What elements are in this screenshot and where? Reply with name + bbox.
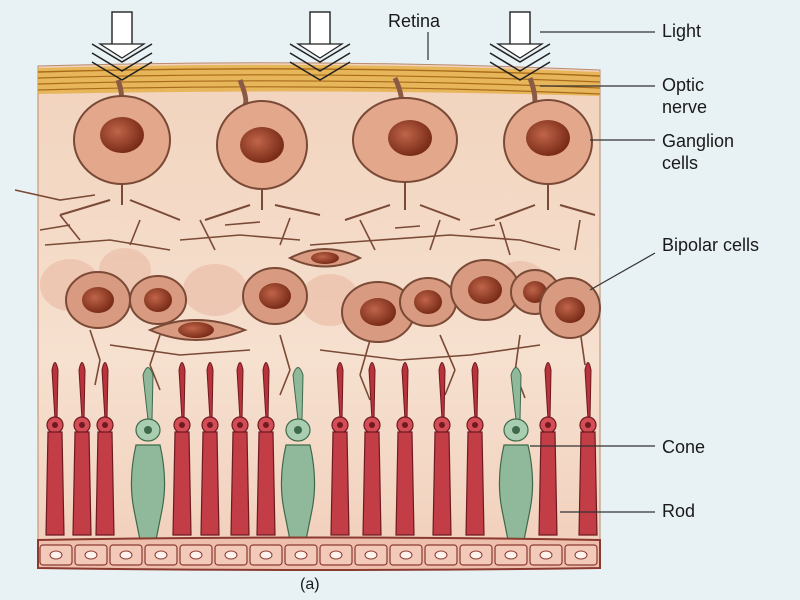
rod-cell [538, 362, 558, 536]
ganglion-cell [204, 79, 321, 221]
light-arrows [91, 11, 551, 81]
epithelium-cell [389, 544, 423, 566]
rod-cell [172, 362, 192, 536]
rod-cell [578, 362, 598, 536]
epithelium-cell [284, 544, 318, 566]
epithelium-cell [109, 544, 143, 566]
epithelium-cell [144, 544, 178, 566]
label-ganglion-cells: Ganglion cells [662, 131, 735, 173]
cone-cell [130, 367, 166, 541]
ganglion-cell [494, 77, 596, 221]
bipolar-cell [129, 275, 187, 325]
label-rod: Rod [662, 501, 696, 521]
figure-caption: (a) [300, 576, 320, 593]
rod-cell [72, 362, 92, 536]
label-optic-nerve: Optic nerve [662, 75, 708, 117]
bipolar-cell [341, 281, 415, 343]
rod-cell [465, 362, 485, 536]
rod-cell [330, 362, 350, 536]
photoreceptor-layer [45, 362, 598, 541]
horizontal-cell [147, 319, 248, 341]
rod-cell [432, 362, 452, 536]
bipolar-cell [539, 277, 601, 339]
label-bipolar-cells: Bipolar cells [662, 235, 760, 255]
epithelium-cell [179, 544, 213, 566]
epithelium-cell [494, 544, 528, 566]
light-arrow-icon [489, 11, 551, 81]
leader-bipolar [589, 252, 656, 291]
epithelium-cell [249, 544, 283, 566]
rod-cell [395, 362, 415, 536]
epithelium-cell [564, 544, 598, 566]
bipolar-cell [242, 267, 308, 325]
horizontal-cell [287, 248, 363, 268]
label-light: Light [662, 21, 702, 41]
ganglion-cell [344, 76, 461, 221]
epithelium-cell [74, 544, 108, 566]
rod-cell [45, 362, 65, 536]
bipolar-cell [399, 277, 457, 327]
light-arrow-icon [289, 11, 351, 81]
epithelium-cell [424, 544, 458, 566]
bipolar-cell [65, 271, 131, 329]
epithelium-cell [354, 544, 388, 566]
epithelium-cell [319, 544, 353, 566]
rod-cell [362, 362, 382, 536]
label-retina: Retina [388, 11, 441, 31]
dendrite-network [14, 189, 586, 401]
bipolar-cell [450, 259, 520, 321]
rod-cell [230, 362, 250, 536]
ganglion-cell [59, 79, 181, 221]
bipolar-cell-layer [65, 248, 601, 343]
rod-cell [95, 362, 115, 536]
rod-cell [200, 362, 220, 536]
epithelium-cell [459, 544, 493, 566]
epithelium-cell [214, 544, 248, 566]
cone-cell [280, 367, 316, 541]
epithelium-cell [39, 544, 73, 566]
label-cone: Cone [662, 437, 706, 457]
ganglion-cell-layer [59, 76, 596, 221]
epithelium-cell [529, 544, 563, 566]
pigment-epithelium [37, 536, 601, 571]
rod-cell [256, 362, 276, 536]
light-arrow-icon [91, 11, 153, 81]
leader-lines [427, 31, 656, 513]
